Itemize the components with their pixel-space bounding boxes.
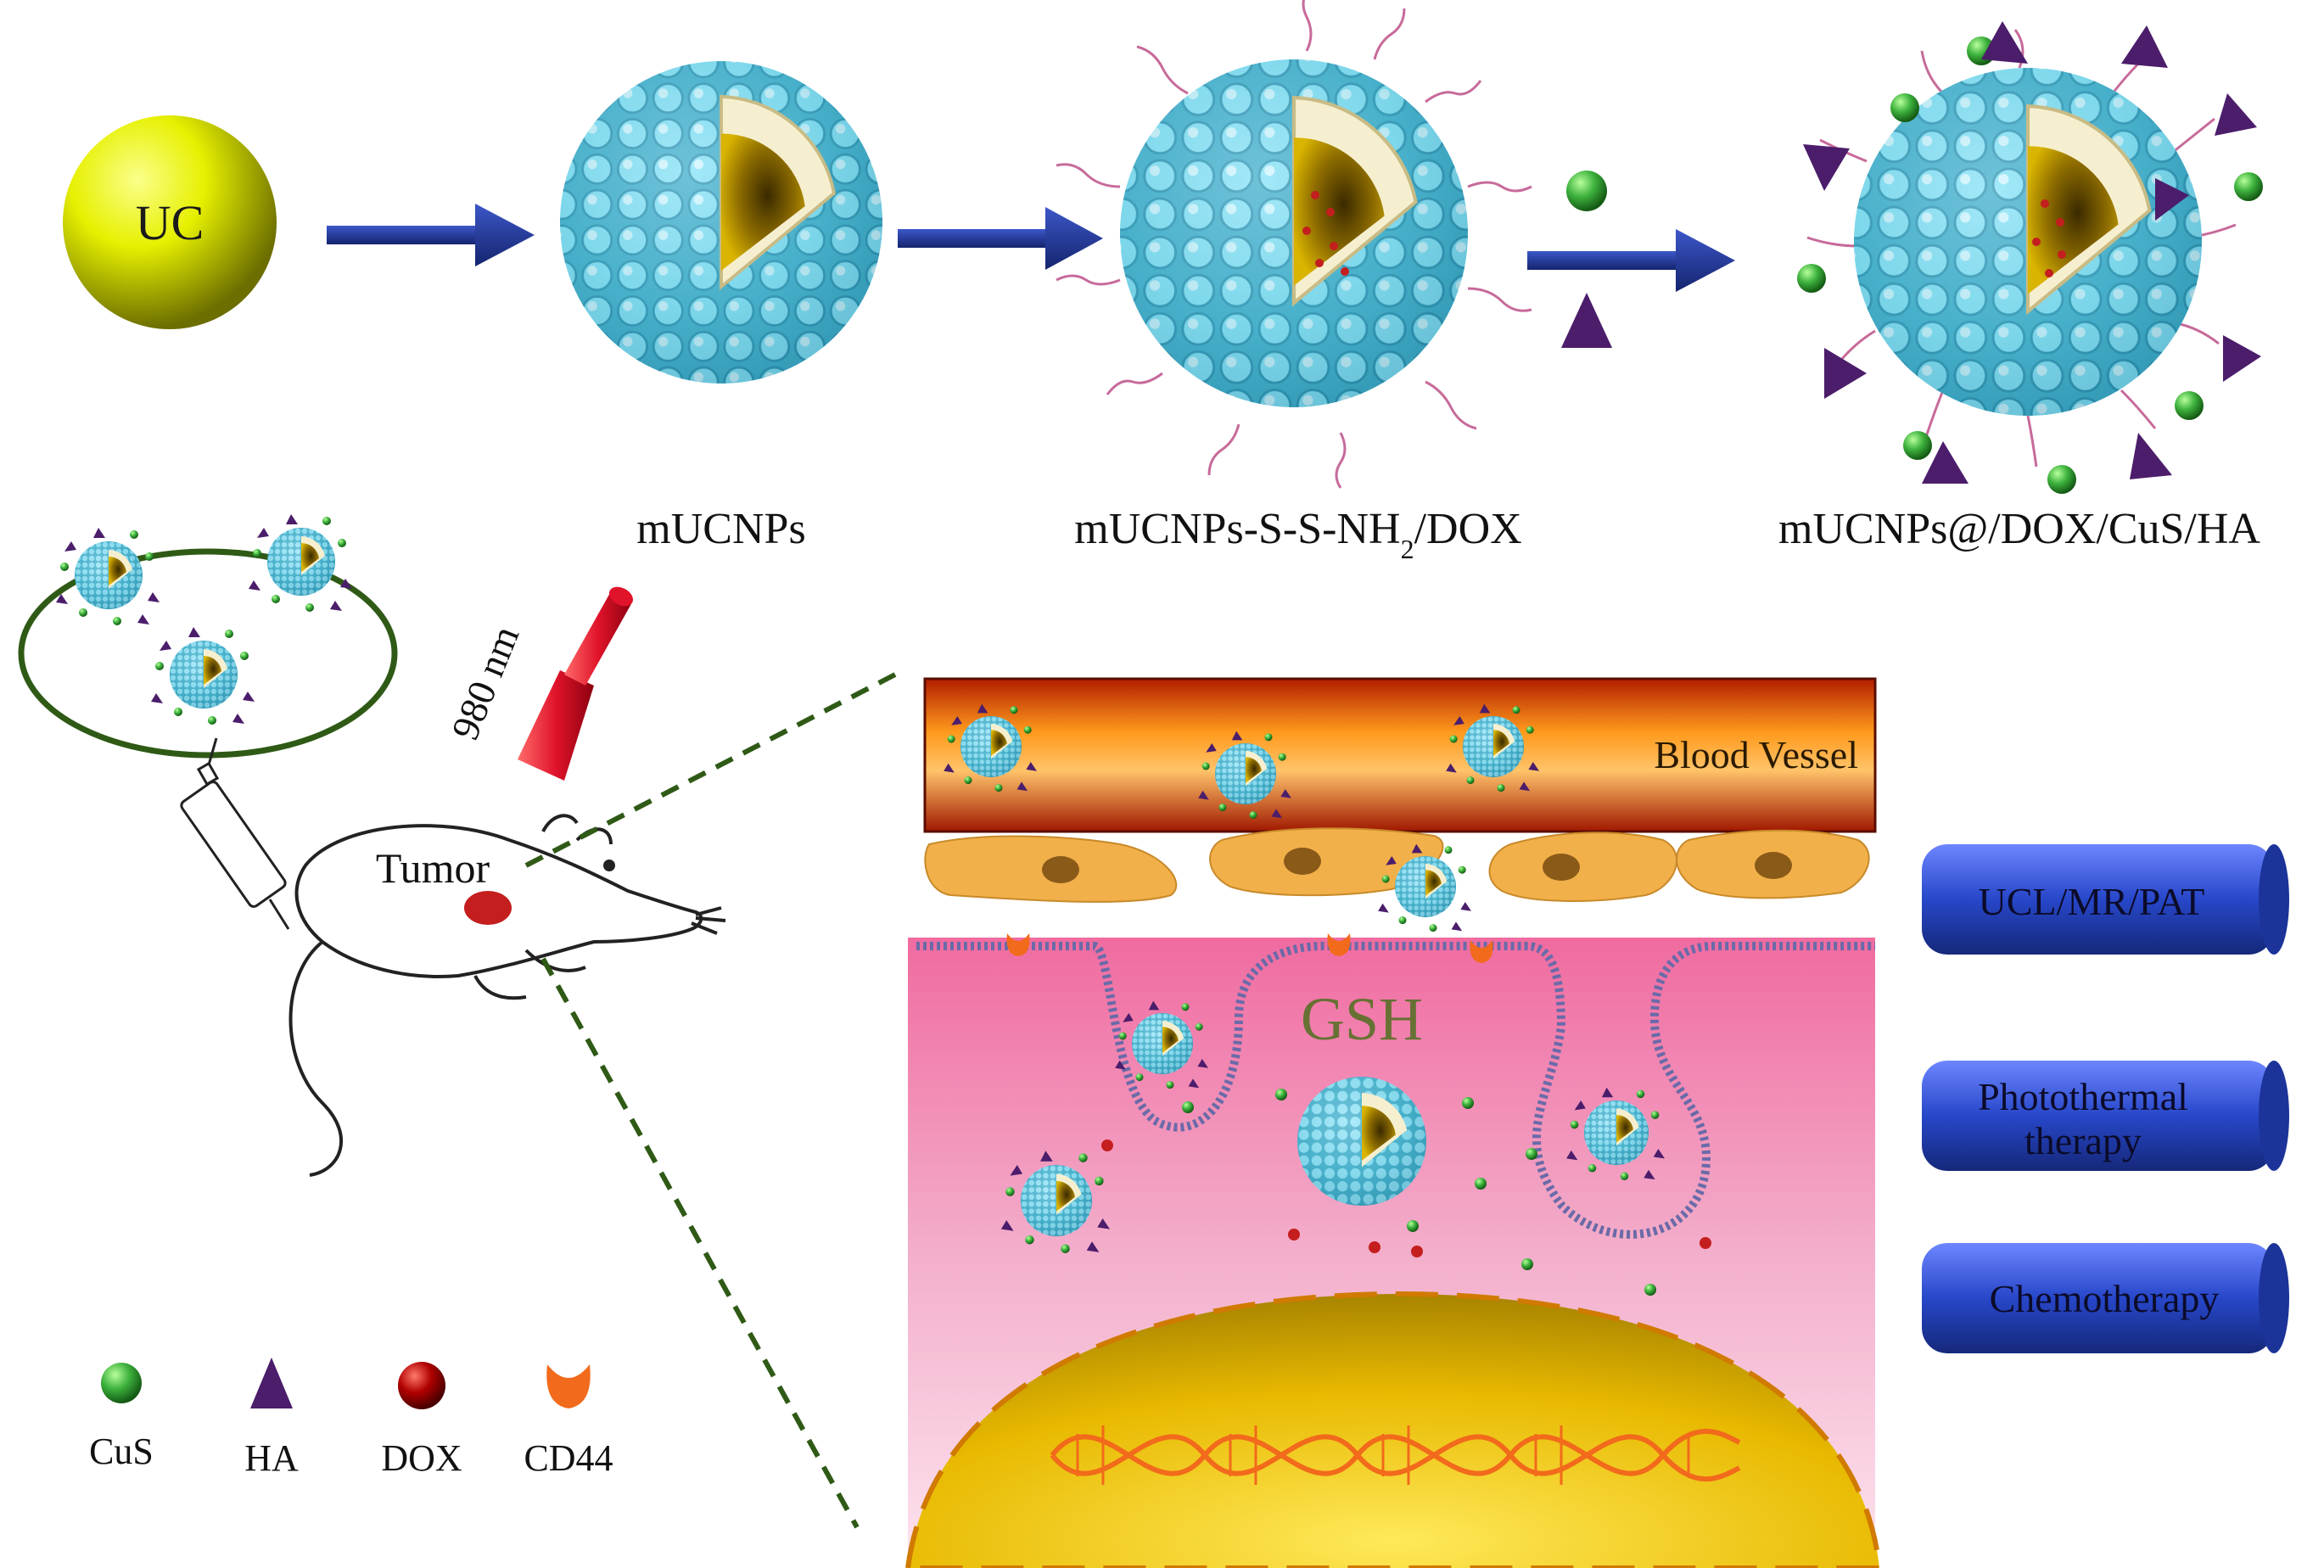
arrow-3 bbox=[1527, 171, 1735, 348]
uc-label: UC bbox=[136, 195, 204, 250]
mucnps-particle bbox=[558, 59, 884, 385]
arrow-1 bbox=[327, 204, 535, 266]
legend-ha-icon bbox=[250, 1358, 293, 1408]
zoom-panel: Blood Vessel GSH bbox=[904, 677, 1883, 1568]
legend-cd44-label: CD44 bbox=[524, 1437, 613, 1479]
ha-triangle-icon bbox=[1561, 293, 1612, 348]
final-particle bbox=[1797, 21, 2263, 494]
nucleus bbox=[904, 1291, 1883, 1568]
cus-sphere-icon bbox=[1566, 171, 1607, 211]
legend-dox-icon bbox=[398, 1362, 445, 1409]
legend-dox-label: DOX bbox=[381, 1437, 462, 1479]
dna-helix bbox=[1050, 1425, 1741, 1485]
outcome-photothermal-line1: Photothermal bbox=[1978, 1075, 2188, 1118]
tumor-spot bbox=[464, 891, 512, 925]
arrow-2 bbox=[898, 207, 1103, 270]
blood-vessel-label: Blood Vessel bbox=[1654, 733, 1858, 776]
syringe bbox=[180, 737, 290, 930]
uc-sphere bbox=[63, 115, 277, 329]
zoom-lines bbox=[524, 672, 897, 1529]
mucnps-ssnh2-dox-particle bbox=[1056, 0, 1532, 489]
mucnps-label: mUCNPs bbox=[636, 505, 805, 553]
final-label: mUCNPs@/DOX/CuS/HA bbox=[1778, 505, 2260, 553]
outcome-photothermal: Photothermal therapy bbox=[1922, 1061, 2289, 1171]
laser-wavelength-label: 980 nm bbox=[443, 619, 528, 745]
laser-torch bbox=[518, 586, 634, 781]
legend-cd44-icon bbox=[546, 1364, 591, 1408]
outcome-photothermal-line2: therapy bbox=[2024, 1119, 2142, 1162]
mouse-outline bbox=[288, 814, 726, 1177]
legend-cus-label: CuS bbox=[89, 1431, 154, 1472]
outcome-ucl-mr-pat-label: UCL/MR/PAT bbox=[1979, 880, 2205, 923]
particle-group-ellipse bbox=[18, 514, 398, 759]
legend-ha-label: HA bbox=[244, 1437, 299, 1479]
legend: CuS HA DOX CD44 bbox=[89, 1358, 613, 1479]
tumor-label: Tumor bbox=[376, 844, 490, 892]
gsh-label: GSH bbox=[1301, 985, 1423, 1053]
outcome-ucl-mr-pat: UCL/MR/PAT bbox=[1922, 844, 2289, 955]
outcome-chemotherapy-label: Chemotherapy bbox=[1990, 1277, 2220, 1320]
mucnps-ssnh2-dox-label: mUCNPs-S-S-NH2/DOX bbox=[1074, 505, 1521, 564]
outcome-chemotherapy: Chemotherapy bbox=[1922, 1243, 2289, 1353]
legend-cus-icon bbox=[101, 1363, 142, 1403]
